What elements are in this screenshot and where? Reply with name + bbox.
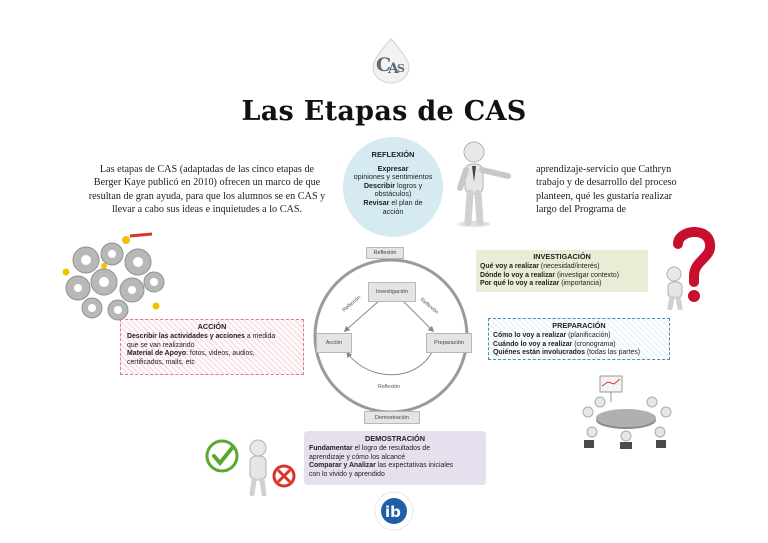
reflexion-line: Expresar (377, 163, 409, 173)
arrow-reflexion-left (343, 299, 381, 332)
logo-letter-c: C (376, 54, 391, 76)
reflexion-line: Revisar el plan de (363, 197, 423, 207)
intro-right-line: largo del Programa de (536, 204, 627, 216)
reflexion-bubble: REFLEXIÓN Expresar opiniones y sentimien… (343, 137, 443, 237)
ib-logo: ib (373, 490, 415, 532)
cross-icon (272, 464, 296, 488)
check-icon (205, 439, 239, 473)
check-cross-illustration (204, 434, 302, 497)
arrow-label-right: Reflexión (419, 297, 440, 316)
cycle-node-investigacion: Investigación (368, 282, 416, 302)
intro-text-left: Las etapas de CAS (adaptadas de las cinc… (88, 164, 326, 216)
investigacion-box: INVESTIGACIÓN Qué voy a realizar (necesi… (476, 250, 648, 292)
question-mark-illustration (660, 222, 720, 311)
intro-text-right: aprendizaje-servicio que Cathryn trabajo… (536, 163, 726, 217)
intro-right-line: aprendizaje-servicio que Cathryn (536, 164, 672, 175)
gears-team-illustration (56, 232, 168, 322)
demostracion-line: Comparar y Analizar las expectativas ini… (309, 462, 454, 470)
investigacion-heading: INVESTIGACIÓN (533, 252, 591, 261)
demostracion-box: DEMOSTRACIÓN Fundamentar el logro de res… (304, 431, 486, 485)
arrow-reflexion-bottom (346, 351, 433, 376)
reflexion-line: Describir logros y (363, 180, 423, 190)
reflexion-heading: REFLEXIÓN (371, 150, 415, 159)
preparacion-line: Cuándo lo voy a realizar (cronograma) (493, 340, 616, 348)
demostracion-line: Fundamentar el logro de resultados de (309, 445, 431, 453)
presenter-figure-illustration (452, 138, 522, 228)
cycle-node-demostracion: Demostración (364, 411, 420, 424)
preparacion-line: Quiénes están involucrados (todas las pa… (493, 349, 641, 357)
cas-logo: C A S (367, 36, 415, 84)
intro-right-line: trabajo y de desarrollo del proceso (536, 177, 677, 189)
reflexion-line: acción (382, 206, 404, 216)
accion-line: certificados, mails, etc (127, 358, 195, 366)
arrow-reflexion-right (401, 299, 435, 333)
logo-letter-s: S (397, 62, 405, 75)
demostracion-heading: DEMOSTRACIÓN (365, 434, 425, 443)
accion-line: Material de Apoyo: fotos, videos, audios… (127, 350, 255, 358)
demostracion-line: aprendizaje y cómo los alcancé (309, 453, 406, 461)
investigacion-line: Dónde lo voy a realizar (investigar cont… (480, 271, 620, 279)
arrow-label-left: Reflexión (341, 295, 362, 314)
accion-line: que se van realizando (127, 341, 195, 349)
meeting-table-illustration (570, 372, 682, 450)
demostracion-line: con lo vivido y aprendido (309, 470, 385, 478)
preparacion-heading: PREPARACIÓN (552, 321, 606, 330)
accion-box: ACCIÓN Describir las actividades y accio… (120, 319, 304, 375)
preparacion-line: Cómo lo voy a realizar (planificación) (493, 332, 611, 340)
page-title: Las Etapas de CAS (241, 96, 527, 127)
investigacion-line: Qué voy a realizar (necesidad/interés) (480, 263, 600, 271)
investigacion-line: Por qué lo voy a realizar (importancia) (480, 280, 602, 288)
cycle-node-reflexion: Reflexión (366, 247, 404, 259)
intro-right-line: planteen, qué les gustaría realizar (536, 190, 673, 202)
accion-line: Describir las actividades y acciones a m… (127, 333, 276, 341)
preparacion-box: PREPARACIÓN Cómo lo voy a realizar (plan… (488, 318, 670, 360)
cycle-node-preparacion: Preparación (426, 333, 472, 353)
cycle-node-accion: Acción (316, 333, 352, 353)
reflexion-line: opiniones y sentimientos (353, 172, 433, 182)
reflexion-line: obstáculos) (374, 189, 412, 199)
arrow-label-bottom: Reflexión (378, 384, 400, 390)
logo-letter-a: A (387, 61, 400, 77)
ib-logo-text: ib (385, 503, 401, 521)
accion-heading: ACCIÓN (197, 322, 227, 331)
